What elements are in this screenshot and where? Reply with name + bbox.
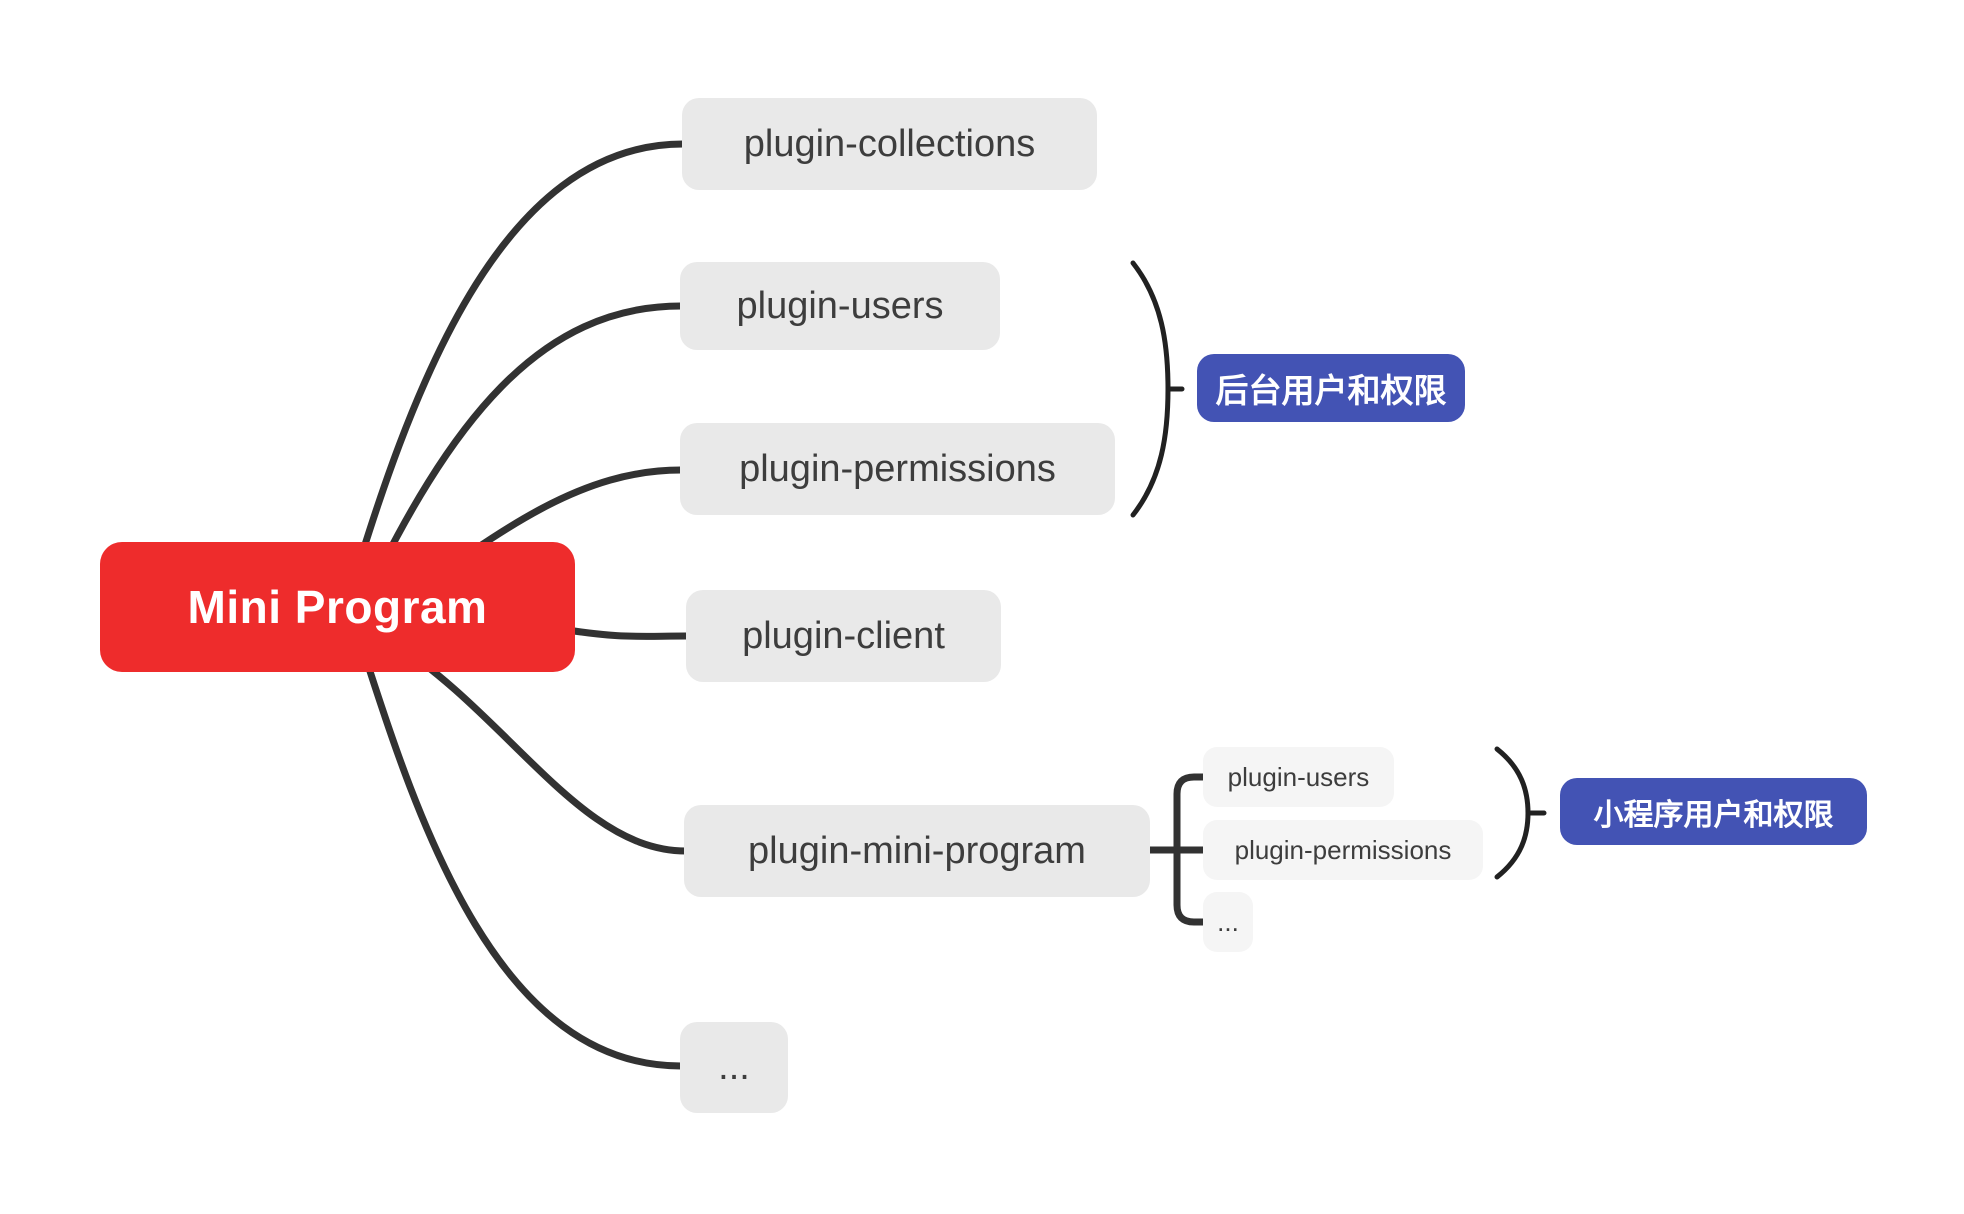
edge-root-to-plugin-collections (341, 140, 687, 614)
child-plugin-users[interactable]: plugin-users (1203, 747, 1394, 807)
branch-plugin-collections[interactable]: plugin-collections (682, 98, 1097, 190)
edge-root-to-plugin-users (356, 302, 685, 614)
branch-plugin-users[interactable]: plugin-users (680, 262, 1000, 350)
child-more[interactable]: ... (1203, 892, 1253, 952)
branch-plugin-mini-program[interactable]: plugin-mini-program (684, 805, 1150, 897)
bracket-backend-group (1130, 260, 1171, 518)
children-trunk (1173, 773, 1207, 926)
bracket-miniprogram-group (1494, 746, 1531, 880)
edge-root-to-more (356, 636, 685, 1070)
badge-backend-users-permissions[interactable]: 后台用户和权限 (1197, 354, 1465, 422)
branch-plugin-client[interactable]: plugin-client (686, 590, 1001, 682)
branch-more[interactable]: ... (680, 1022, 788, 1113)
badge-miniprogram-users-permissions[interactable]: 小程序用户和权限 (1560, 778, 1867, 845)
branch-plugin-permissions[interactable]: plugin-permissions (680, 423, 1115, 515)
edge-root-to-plugin-mini-program (386, 636, 690, 855)
root-node-mini-program[interactable]: Mini Program (100, 542, 575, 672)
child-plugin-permissions[interactable]: plugin-permissions (1203, 820, 1483, 880)
